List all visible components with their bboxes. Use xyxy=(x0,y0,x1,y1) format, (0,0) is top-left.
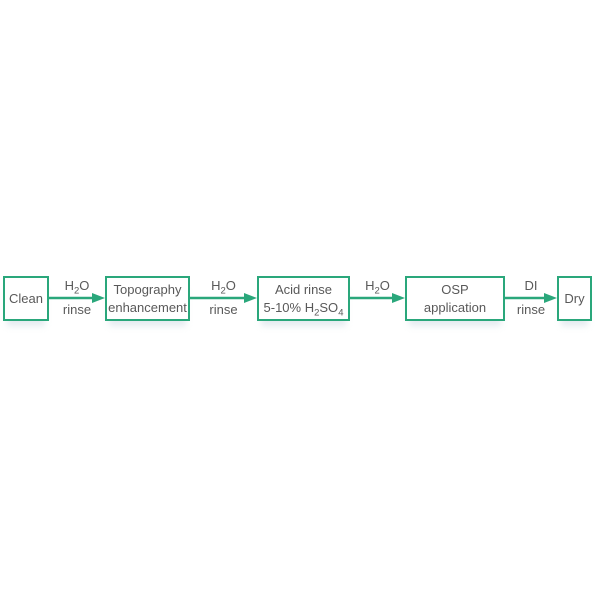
step-label-osp: OSP xyxy=(441,281,469,297)
step-label-acid-rinse: Acid rinse xyxy=(274,281,333,297)
step-label-enhancement: enhancement xyxy=(108,299,187,315)
arrow-label-h2o-3: H2O xyxy=(365,278,390,297)
arrow-label-rinse-2: rinse xyxy=(209,302,238,317)
step-box-clean: Clean xyxy=(3,276,49,321)
right-arrow-icon-osp-to-dry xyxy=(505,293,557,303)
arrow-label-rinse-1: rinse xyxy=(62,302,92,317)
step-label-dry: Dry xyxy=(564,290,585,306)
step-box-topography-enhancement: Topography enhancement xyxy=(105,276,190,321)
step-label-topography: Topography xyxy=(113,281,182,297)
step-label-acid-concentration: 5-10% H2SO4 xyxy=(263,299,344,319)
step-label-application: application xyxy=(423,299,487,315)
arrow-label-h2o-1: H2O xyxy=(64,278,90,297)
right-arrow-icon-topography-to-acid xyxy=(190,293,257,303)
step-box-dry: Dry xyxy=(557,276,592,321)
step-label-clean: Clean xyxy=(9,290,43,306)
right-arrow-icon-acid-to-osp xyxy=(350,293,405,303)
step-box-acid-rinse: Acid rinse 5-10% H2SO4 xyxy=(257,276,350,321)
step-box-osp-application: OSP application xyxy=(405,276,505,321)
arrow-label-di: DI xyxy=(524,278,538,293)
right-arrow-icon-clean-to-topography xyxy=(49,293,105,303)
arrow-label-h2o-2: H2O xyxy=(211,278,236,297)
arrow-label-rinse-4: rinse xyxy=(516,302,546,317)
